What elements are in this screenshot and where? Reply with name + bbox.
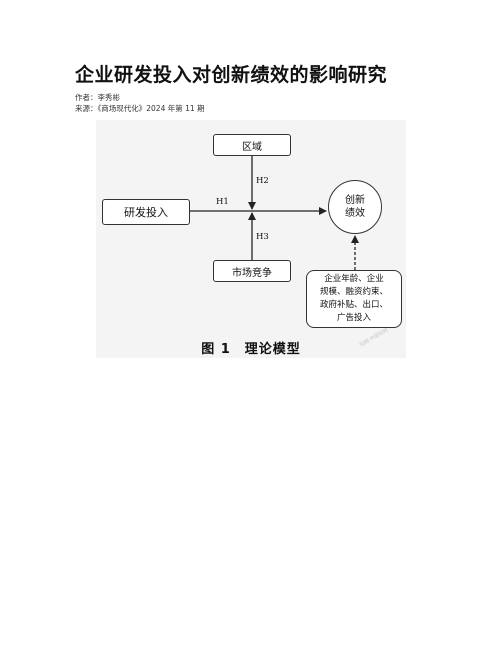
node-innovation-performance: 创新 绩效: [328, 180, 382, 234]
node-rd-input: 研发投入: [102, 199, 190, 225]
controls-line-3: 政府补贴、出口、: [319, 300, 388, 310]
hypothesis-h3-label: H3: [256, 232, 269, 242]
node-control-variables: 企业年龄、企业 规模、融资约束、 政府补贴、出口、 广告投入: [306, 270, 402, 328]
document-title: 企业研发投入对创新绩效的影响研究: [75, 64, 388, 86]
diagram-arrows: [190, 156, 359, 270]
node-market-competition: 市场竞争: [213, 260, 291, 282]
author-line: 作者：李秀彬: [75, 93, 120, 102]
innovation-label-line2: 绩效: [345, 208, 365, 219]
hypothesis-h1-label: H1: [216, 197, 229, 207]
figure-caption: 图 1 理论模型: [201, 342, 301, 357]
controls-line-2: 规模、融资约束、: [319, 287, 388, 297]
hypothesis-h2-label: H2: [256, 176, 269, 186]
innovation-label-line1: 创新: [345, 195, 365, 206]
source-line: 来源：《商场现代化》2024 年第 11 期: [75, 104, 205, 113]
controls-line-4: 广告投入: [336, 313, 371, 323]
node-region: 区域: [213, 134, 291, 156]
theory-model-figure: 区域 研发投入 市场竞争 创新 绩效 企业年龄、企业 规模、融资约束、 政府补贴…: [96, 120, 406, 358]
controls-line-1: 企业年龄、企业: [324, 274, 384, 284]
